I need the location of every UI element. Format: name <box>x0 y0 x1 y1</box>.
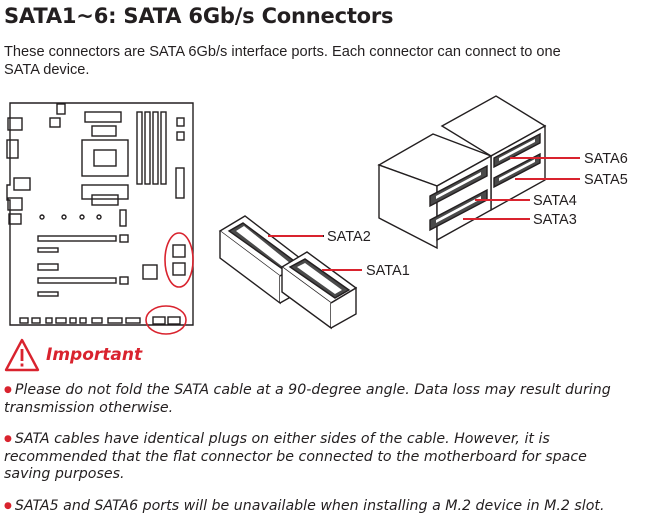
note-text: SATA cables have identical plugs on eith… <box>14 431 550 447</box>
section-title: SATA1~6: SATA 6Gb/s Connectors <box>4 4 394 28</box>
note-line: recommended that the flat connector be c… <box>4 448 587 465</box>
note-line: ●Please do not fold the SATA cable at a … <box>4 382 652 400</box>
important-notes: ●Please do not fold the SATA cable at a … <box>4 382 652 529</box>
bullet-icon: ● <box>4 500 12 511</box>
intro-line-1: These connectors are SATA 6Gb/s interfac… <box>4 44 561 60</box>
label-sata5: SATA5 <box>584 172 628 188</box>
note-line: ●SATA5 and SATA6 ports will be unavailab… <box>4 498 652 516</box>
note-text: Please do not fold the SATA cable at a 9… <box>14 382 611 398</box>
label-leader-lines <box>268 157 580 271</box>
quad-sata-port-illustration <box>377 95 547 250</box>
note-item: ●SATA cables have identical plugs on eit… <box>4 431 652 484</box>
label-sata4: SATA4 <box>533 193 577 209</box>
note-item: ●SATA5 and SATA6 ports will be unavailab… <box>4 498 652 516</box>
bullet-icon: ● <box>4 385 12 395</box>
sata1-port-illustration <box>280 251 358 330</box>
important-title: Important <box>46 345 143 365</box>
label-sata3: SATA3 <box>533 212 577 228</box>
sata2-port-illustration <box>218 215 307 305</box>
highlight-oval-side-sata <box>164 232 194 288</box>
note-item: ●Please do not fold the SATA cable at a … <box>4 382 652 417</box>
note-line: saving purposes. <box>4 466 125 482</box>
intro-line-2: SATA device. <box>4 62 90 78</box>
note-text: SATA5 and SATA6 ports will be unavailabl… <box>14 497 605 514</box>
label-sata6: SATA6 <box>584 151 628 167</box>
note-line: ●SATA cables have identical plugs on eit… <box>4 431 652 449</box>
motherboard-illustration <box>6 102 194 326</box>
important-heading: Important <box>4 338 142 372</box>
label-sata2: SATA2 <box>327 229 371 245</box>
bullet-icon: ● <box>4 434 12 444</box>
warning-triangle-icon <box>4 338 40 372</box>
label-sata1: SATA1 <box>366 263 410 279</box>
intro-paragraph: These connectors are SATA 6Gb/s interfac… <box>4 43 649 79</box>
sata-highlight-ovals <box>145 232 194 335</box>
highlight-oval-bottom-sata <box>145 305 187 335</box>
note-line: transmission otherwise. <box>4 399 174 416</box>
